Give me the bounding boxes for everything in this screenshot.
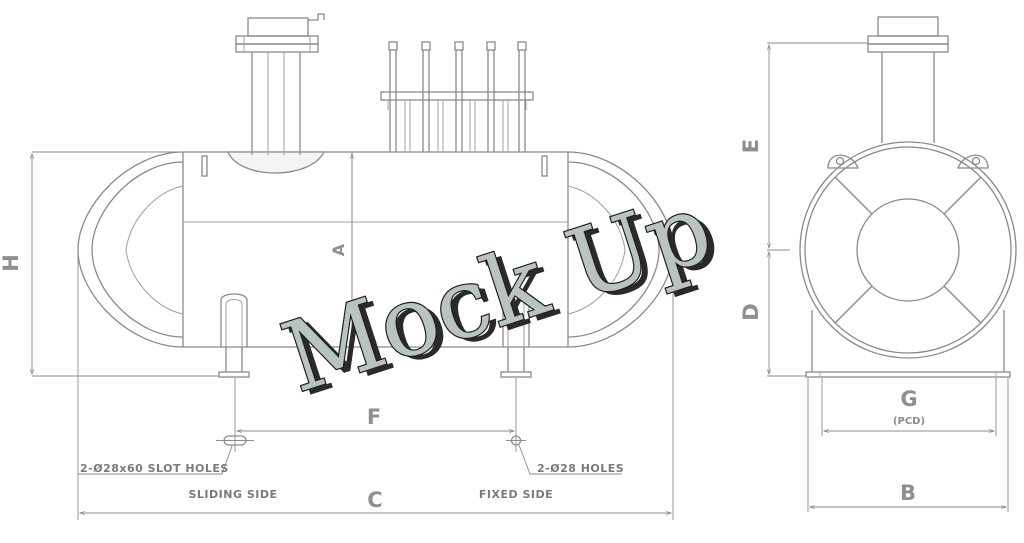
- pipe-nozzles: [380, 41, 534, 152]
- slot-hole: [216, 378, 254, 452]
- side-dimensions: [32, 151, 674, 520]
- mock-up-watermark: Mock Up Mock Up: [269, 170, 732, 418]
- dim-label-g-note: (PCD): [893, 416, 925, 427]
- holes-note: 2-Ø28 HOLES: [537, 462, 624, 475]
- watermark-text: Mock Up: [270, 172, 724, 415]
- dim-label-f: F: [367, 405, 381, 429]
- end-dimensions: [767, 42, 1009, 512]
- dim-label-b: B: [900, 481, 916, 505]
- fixed-side-label: FIXED SIDE: [479, 488, 553, 501]
- dim-label-d: D: [739, 303, 763, 320]
- dim-label-c: C: [367, 488, 382, 512]
- dim-label-h: H: [0, 254, 23, 272]
- dim-label-a: A: [329, 243, 348, 256]
- round-hole: [506, 378, 526, 452]
- dim-label-e: E: [739, 139, 763, 153]
- saddle-left: [218, 293, 250, 378]
- manway-nozzle: [227, 13, 326, 174]
- saddle-right: [500, 293, 532, 378]
- sliding-side-label: SLIDING SIDE: [189, 488, 278, 501]
- end-view: [799, 16, 1017, 378]
- left-head: [77, 151, 184, 348]
- slot-holes-note: 2-Ø28x60 SLOT HOLES: [80, 462, 229, 475]
- dim-label-g: G: [900, 387, 917, 411]
